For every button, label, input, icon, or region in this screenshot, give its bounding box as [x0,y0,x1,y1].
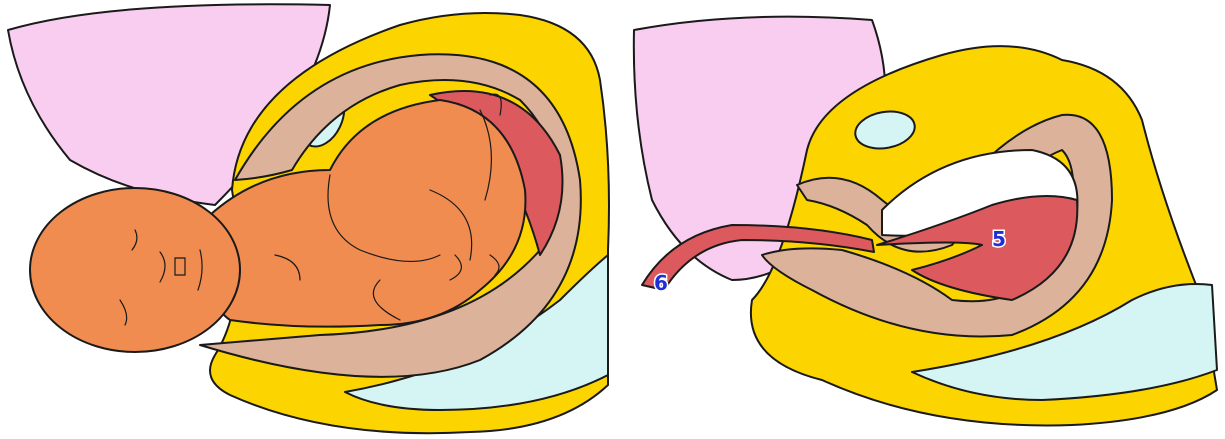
cord-label: 6 [654,271,668,295]
fetus-head [30,188,240,352]
left-diagram [0,0,612,439]
right-diagram: 5 6 [612,0,1225,439]
left-diagram-svg [0,0,612,439]
placenta-label: 5 [992,227,1006,251]
right-diagram-svg: 5 6 [612,0,1225,439]
